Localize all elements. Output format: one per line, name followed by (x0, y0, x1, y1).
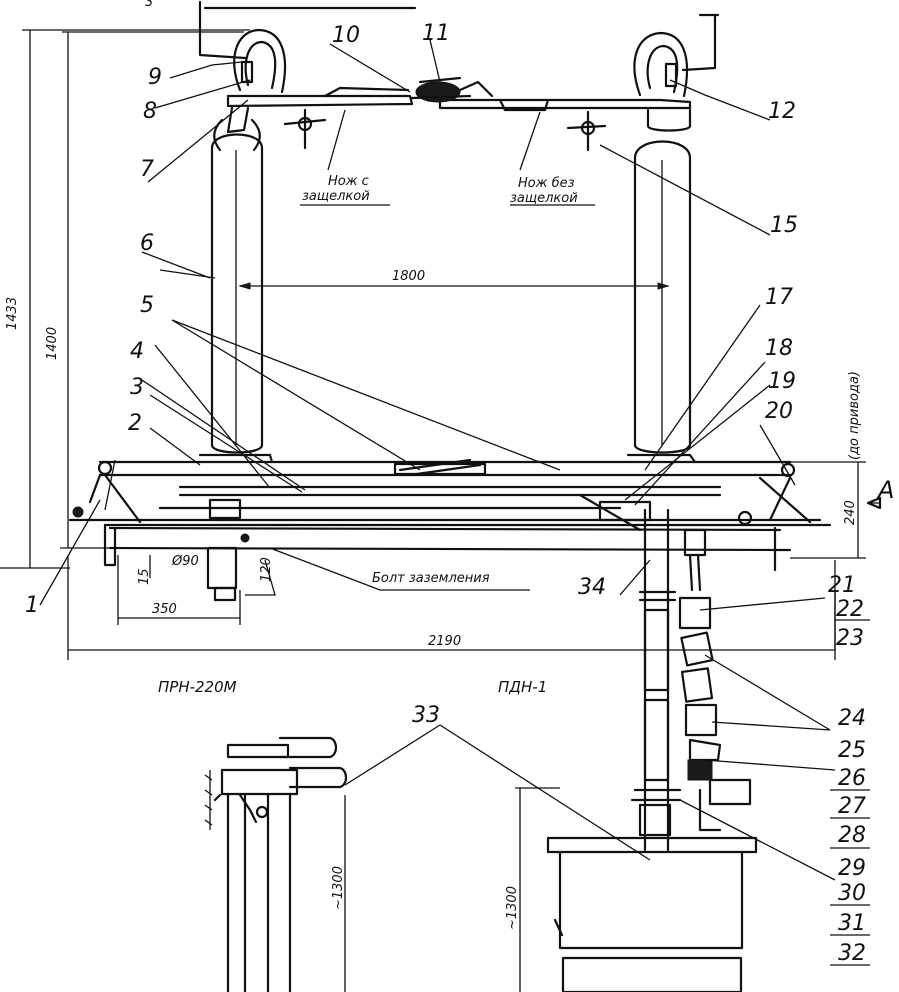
callout-32: 32 (838, 941, 866, 966)
callout-5: 5 (140, 293, 154, 318)
dim-overall-width: 2190 (428, 634, 461, 649)
view-arrow (866, 496, 882, 510)
callout-25: 25 (838, 738, 866, 763)
callout-24: 24 (838, 706, 866, 731)
callout-18: 18 (765, 336, 793, 361)
callout-28: 28 (838, 823, 866, 848)
note-grounding-bolt: Болт заземления (372, 571, 490, 586)
note-knife-without-jaws-2: защелкой (510, 191, 578, 206)
callout-3: 3 (130, 375, 144, 400)
left-drive-detail (204, 736, 348, 992)
note-knife-without-jaws-1: Нож без (518, 176, 575, 191)
dim-shaft-left: ~1300 (331, 866, 346, 910)
dimension-lines (0, 29, 880, 992)
note-knife-with-jaws-1: Нож с (328, 174, 369, 189)
dim-base-width: 350 (152, 602, 177, 617)
top-mark: 3 (145, 0, 153, 10)
dim-frame-height: 240 (843, 500, 858, 525)
caption-left-model: ПРН-220М (158, 678, 237, 696)
dim-pole-spacing: 1800 (392, 269, 425, 284)
callout-26: 26 (838, 766, 866, 791)
callout-22: 22 (836, 597, 864, 622)
dim-base-height: 120 (259, 557, 274, 582)
callout-17: 17 (765, 285, 793, 310)
view-letter: A (876, 476, 894, 504)
dim-hole-diameter: Ø90 (171, 554, 199, 569)
knife-hinge-symbols (283, 108, 607, 152)
left-terminal-clamp (233, 28, 286, 94)
note-knife-with-jaws-2: защелкой (302, 189, 370, 204)
callout-20: 20 (765, 399, 793, 424)
callout-34: 34 (578, 575, 606, 600)
dim-shaft-right: ~1300 (505, 886, 520, 930)
callout-8: 8 (143, 99, 157, 124)
dim-base-offset: 15 (137, 568, 152, 585)
callout-15: 15 (770, 213, 798, 238)
callout-10: 10 (332, 23, 360, 48)
callout-27: 27 (838, 794, 866, 819)
note-to-drive: (до привода) (847, 371, 862, 460)
right-insulator-column (633, 108, 692, 454)
callout-11: 11 (422, 21, 450, 46)
callout-31: 31 (838, 911, 866, 936)
callout-9: 9 (148, 65, 162, 90)
operating-rods (149, 269, 561, 493)
callout-12: 12 (768, 99, 796, 124)
right-terminal-clamp (633, 31, 688, 98)
callout-30: 30 (838, 881, 866, 906)
callout-1: 1 (25, 593, 39, 618)
dim-total-height: 1433 (5, 297, 20, 330)
callout-6: 6 (140, 231, 154, 256)
callout-leaders (39, 39, 870, 966)
callout-23: 23 (836, 626, 864, 651)
dim-column-height: 1400 (45, 327, 60, 360)
left-insulator-column (210, 106, 264, 454)
caption-drive-model: ПДН-1 (498, 678, 547, 696)
callout-7: 7 (140, 157, 154, 182)
callout-33: 33 (412, 703, 440, 728)
drive-housing (546, 836, 758, 992)
callout-29: 29 (838, 856, 866, 881)
callout-21: 21 (828, 573, 856, 598)
top-leaders (198, 0, 720, 72)
callout-2: 2 (128, 411, 142, 436)
knife-blade (226, 76, 692, 112)
callout-19: 19 (768, 369, 796, 394)
callout-4: 4 (130, 339, 144, 364)
